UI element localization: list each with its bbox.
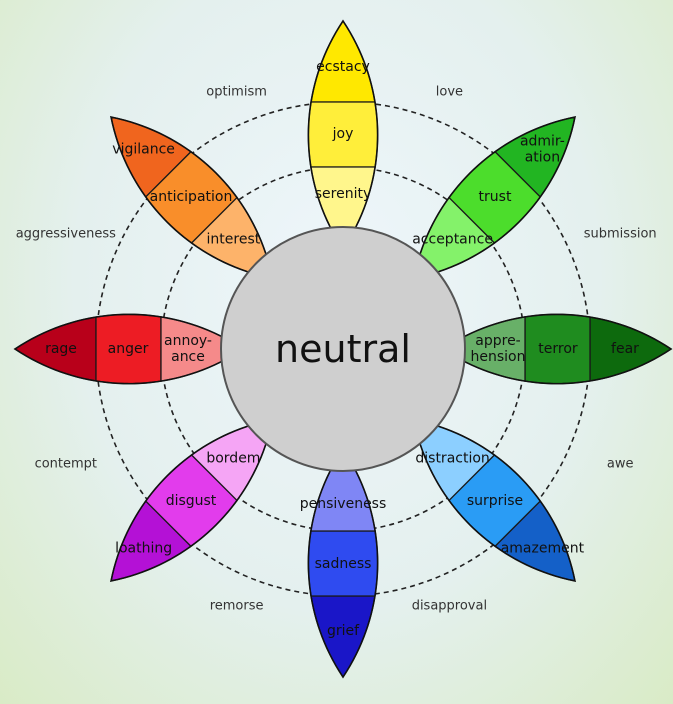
emotion-label-anger-outer: rage (45, 341, 77, 357)
petal-fear: fear terror appre-hension (441, 313, 673, 385)
petal-surprise-outline (412, 418, 576, 582)
neutral-circle (220, 226, 466, 472)
petal-anger: rage anger annoy-ance (13, 313, 245, 385)
emotion-label-disgust-outer: loathing (115, 540, 172, 556)
dyad-label-aggressiveness: aggressiveness (16, 227, 116, 242)
emotion-label-trust-middle: trust (479, 189, 512, 205)
petal-sadness-shape (307, 447, 379, 679)
dyad-label-remorse: remorse (210, 598, 264, 613)
emotion-label-surprise-inner: distraction (415, 451, 489, 467)
emotion-label-anticipation-outer: vigilance (112, 142, 175, 158)
emotion-label-sadness-outer: grief (327, 623, 360, 639)
emotion-label-joy-outer: ecstacy (316, 59, 370, 75)
petal-disgust-shape (110, 418, 274, 582)
emotion-label-surprise-outer: amazement (501, 540, 585, 556)
emotion-label-disgust-middle: disgust (166, 493, 217, 509)
petals-group: ecstacy joy serenity admir-ation trust accept… (13, 19, 673, 679)
dyad-label-submission: submission (584, 227, 657, 242)
dyad-label-awe: awe (607, 456, 634, 471)
petal-trust: admir-ation trust acceptance (412, 116, 576, 280)
petal-trust-outline (412, 116, 576, 280)
petal-sadness: grief sadness pensiveness (300, 447, 387, 679)
emotion-label-fear-outer: fear (611, 341, 639, 357)
emotion-label-surprise-middle: surprise (467, 493, 523, 509)
emotion-label-sadness-middle: sadness (315, 556, 372, 572)
petal-sadness-outline (307, 447, 379, 679)
neutral-label: neutral (275, 327, 411, 371)
petal-surprise-shape (412, 418, 576, 582)
petal-anger-outline (13, 313, 245, 385)
emotion-label-fear-inner: appre-hension (471, 333, 526, 365)
emotion-label-anger-inner: annoy-ance (164, 333, 212, 365)
dyad-label-love: love (436, 85, 463, 100)
emotion-label-disgust-inner: bordem (206, 451, 260, 467)
emotion-label-anger-middle: anger (108, 341, 149, 357)
petal-anticipation: vigilance anticipation interest (110, 116, 274, 280)
emotion-label-trust-outer: admir-ation (520, 134, 565, 166)
dyad-label-optimism: optimism (206, 85, 267, 100)
petal-fear-shape (441, 313, 673, 385)
petal-joy: ecstacy joy serenity (307, 19, 379, 251)
petal-fear-outline (441, 313, 673, 385)
dyad-labels-group: love submission awe disapproval remorse conte… (16, 85, 657, 614)
emotion-label-fear-middle: terror (538, 341, 578, 357)
emotion-label-trust-inner: acceptance (412, 231, 493, 247)
emotion-label-anticipation-inner: interest (207, 231, 261, 247)
emotion-label-sadness-inner: pensiveness (300, 496, 387, 512)
petal-trust-shape (412, 116, 576, 280)
petal-disgust-outline (110, 418, 274, 582)
emotion-label-joy-inner: serenity (315, 186, 372, 202)
petal-anticipation-outline (110, 116, 274, 280)
petal-joy-shape (307, 19, 379, 251)
petal-disgust: loathing disgust bordem (110, 418, 274, 582)
petal-joy-outline (307, 19, 379, 251)
petal-surprise: amazement surprise distraction (412, 418, 585, 582)
petal-anger-shape (13, 313, 245, 385)
petal-anticipation-shape (110, 116, 274, 280)
dyad-label-contempt: contempt (35, 456, 97, 471)
emotion-label-anticipation-middle: anticipation (150, 189, 233, 205)
dyad-label-disapproval: disapproval (412, 598, 487, 613)
emotion-label-joy-middle: joy (332, 126, 354, 142)
